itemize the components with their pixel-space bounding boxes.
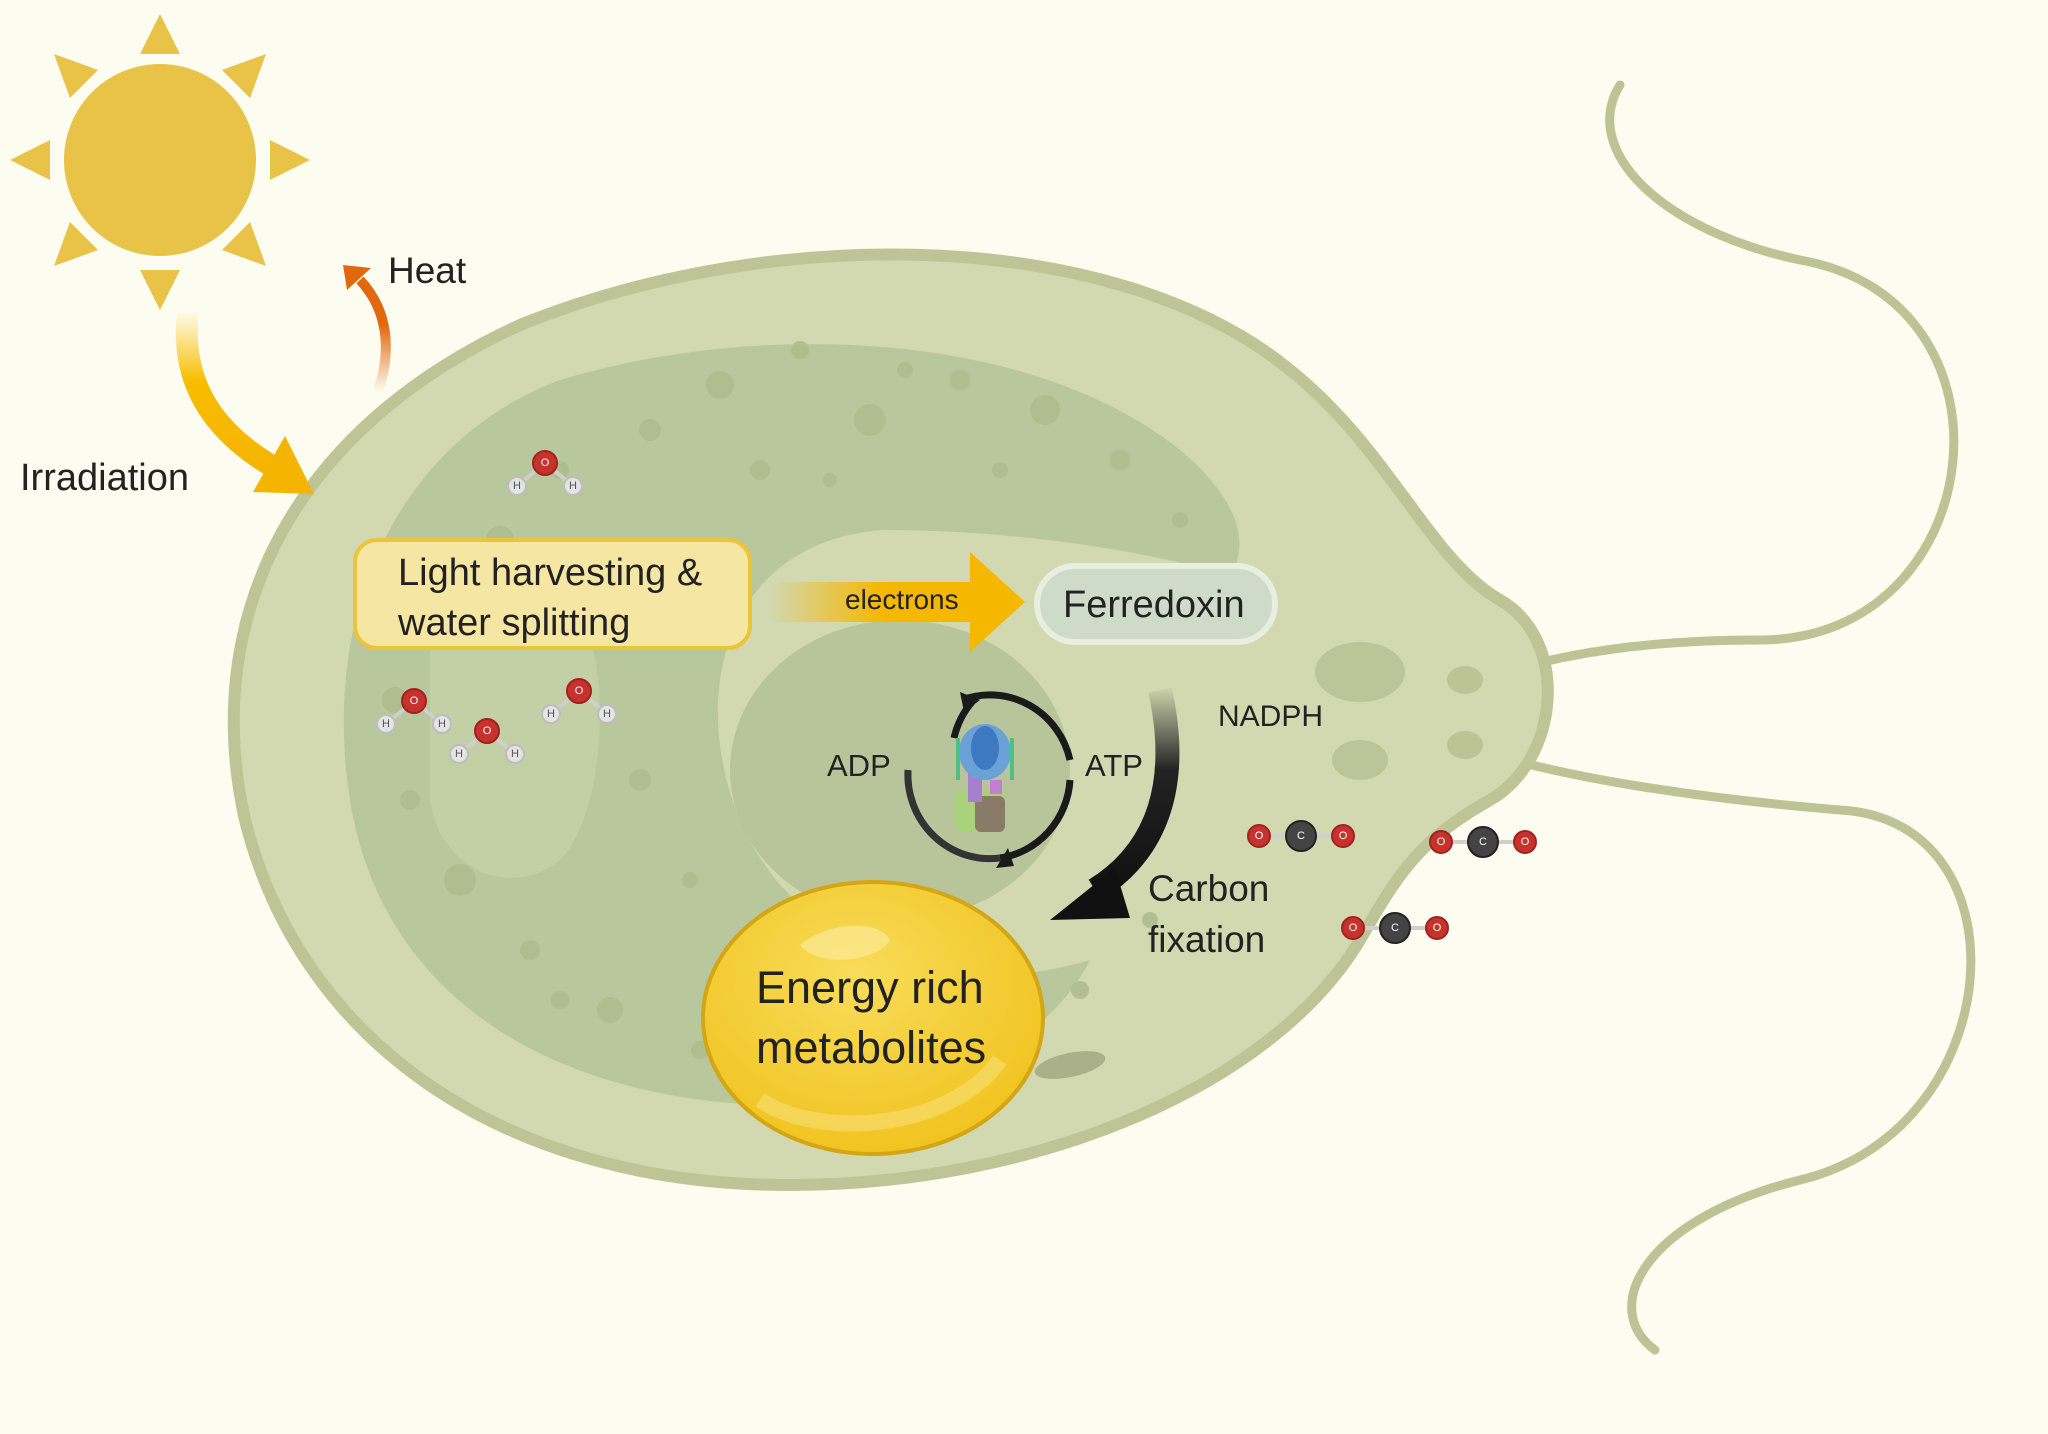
irradiation-arrow	[175, 308, 281, 478]
pyrenoid	[730, 620, 1070, 920]
atp-synthase-icon	[955, 724, 1014, 832]
energy-rich-label-2: metabolites	[756, 1022, 986, 1073]
atom-label: O	[575, 685, 584, 697]
atom	[541, 704, 561, 724]
vacuole-1	[1315, 642, 1405, 702]
atom-label: C	[1479, 836, 1487, 848]
atp-cycle	[904, 691, 1074, 868]
atom	[1513, 830, 1537, 854]
atom-label: O	[410, 695, 419, 707]
vacuole-2	[1332, 740, 1388, 780]
atom-label: O	[1521, 836, 1530, 848]
atom-label: H	[547, 708, 555, 720]
adp-label: ADP	[827, 748, 891, 783]
chloroplast	[343, 344, 1240, 1106]
carbon-fixation-arrow	[1088, 687, 1180, 901]
light-harvesting-label-1: Light harvesting &	[398, 552, 702, 594]
irradiation-label: Irradiation	[20, 457, 189, 499]
ferredoxin-label: Ferredoxin	[1063, 584, 1245, 626]
electrons-label: electrons	[845, 584, 959, 615]
atom	[532, 450, 558, 476]
atom-label: O	[1437, 836, 1446, 848]
atom	[1285, 820, 1317, 852]
water-molecule-icon: H H O	[541, 678, 617, 724]
atom-label: O	[483, 725, 492, 737]
atom-label: H	[569, 480, 577, 492]
irradiation-arrowhead	[253, 436, 314, 494]
atom-label: H	[455, 748, 463, 760]
metabolite-highlight	[800, 925, 890, 960]
atom	[1467, 826, 1499, 858]
carbon-fixation-arrowhead	[1050, 868, 1130, 920]
atom-label: H	[438, 718, 446, 730]
atom-label: O	[1349, 922, 1358, 934]
flagellum-lower	[1460, 740, 1976, 1355]
carbon-fixation-label-2: fixation	[1148, 919, 1265, 960]
atom-label: H	[513, 480, 521, 492]
atom	[505, 744, 525, 764]
water-molecule-icon: H H O	[507, 450, 583, 496]
atom	[449, 744, 469, 764]
atom-label: O	[1339, 830, 1348, 842]
heat-arrow	[356, 276, 391, 394]
atom-label: H	[603, 708, 611, 720]
heat-arrowhead	[343, 265, 371, 290]
chloroplast-inner-lobe	[430, 580, 600, 878]
atom	[1425, 916, 1449, 940]
atom-label: H	[511, 748, 519, 760]
ferredoxin-box	[1034, 563, 1278, 645]
atom-label: H	[382, 718, 390, 730]
light-harvesting-box	[353, 538, 752, 650]
atom	[1247, 824, 1271, 848]
water-molecule-icon: H H O	[449, 718, 525, 764]
atom	[507, 476, 527, 496]
atom	[1379, 912, 1411, 944]
electrons-arrowhead	[970, 552, 1025, 652]
atom	[432, 714, 452, 734]
atom-label: O	[541, 457, 550, 469]
metabolite-body	[701, 880, 1045, 1156]
atom-label: C	[1391, 922, 1399, 934]
atom	[376, 714, 396, 734]
flagellum-upper	[1460, 80, 1959, 690]
atom-label: O	[1433, 922, 1442, 934]
heat-label: Heat	[388, 250, 467, 291]
atom	[1331, 824, 1355, 848]
starch-body	[1034, 1051, 1106, 1079]
atom	[563, 476, 583, 496]
atom	[566, 678, 592, 704]
atp-label: ATP	[1085, 748, 1143, 783]
eyespot-1	[1447, 666, 1483, 694]
atom	[1429, 830, 1453, 854]
electrons-arrow-shaft	[770, 582, 975, 622]
eyespot-2	[1447, 731, 1483, 759]
nadph-label: NADPH	[1218, 700, 1323, 733]
energy-rich-label-1: Energy rich	[756, 962, 984, 1013]
atom	[401, 688, 427, 714]
atom	[597, 704, 617, 724]
atom	[1341, 916, 1365, 940]
sun-icon	[10, 14, 310, 310]
chloroplast-granules	[382, 341, 1188, 1059]
atom	[474, 718, 500, 744]
atom-label: C	[1297, 830, 1305, 842]
atom-label: O	[1255, 830, 1264, 842]
light-harvesting-label-2: water splitting	[397, 602, 630, 644]
carbon-fixation-label-1: Carbon	[1148, 868, 1269, 909]
metabolite-shine	[755, 1055, 1007, 1132]
water-molecule-icon: H H O	[376, 688, 452, 734]
